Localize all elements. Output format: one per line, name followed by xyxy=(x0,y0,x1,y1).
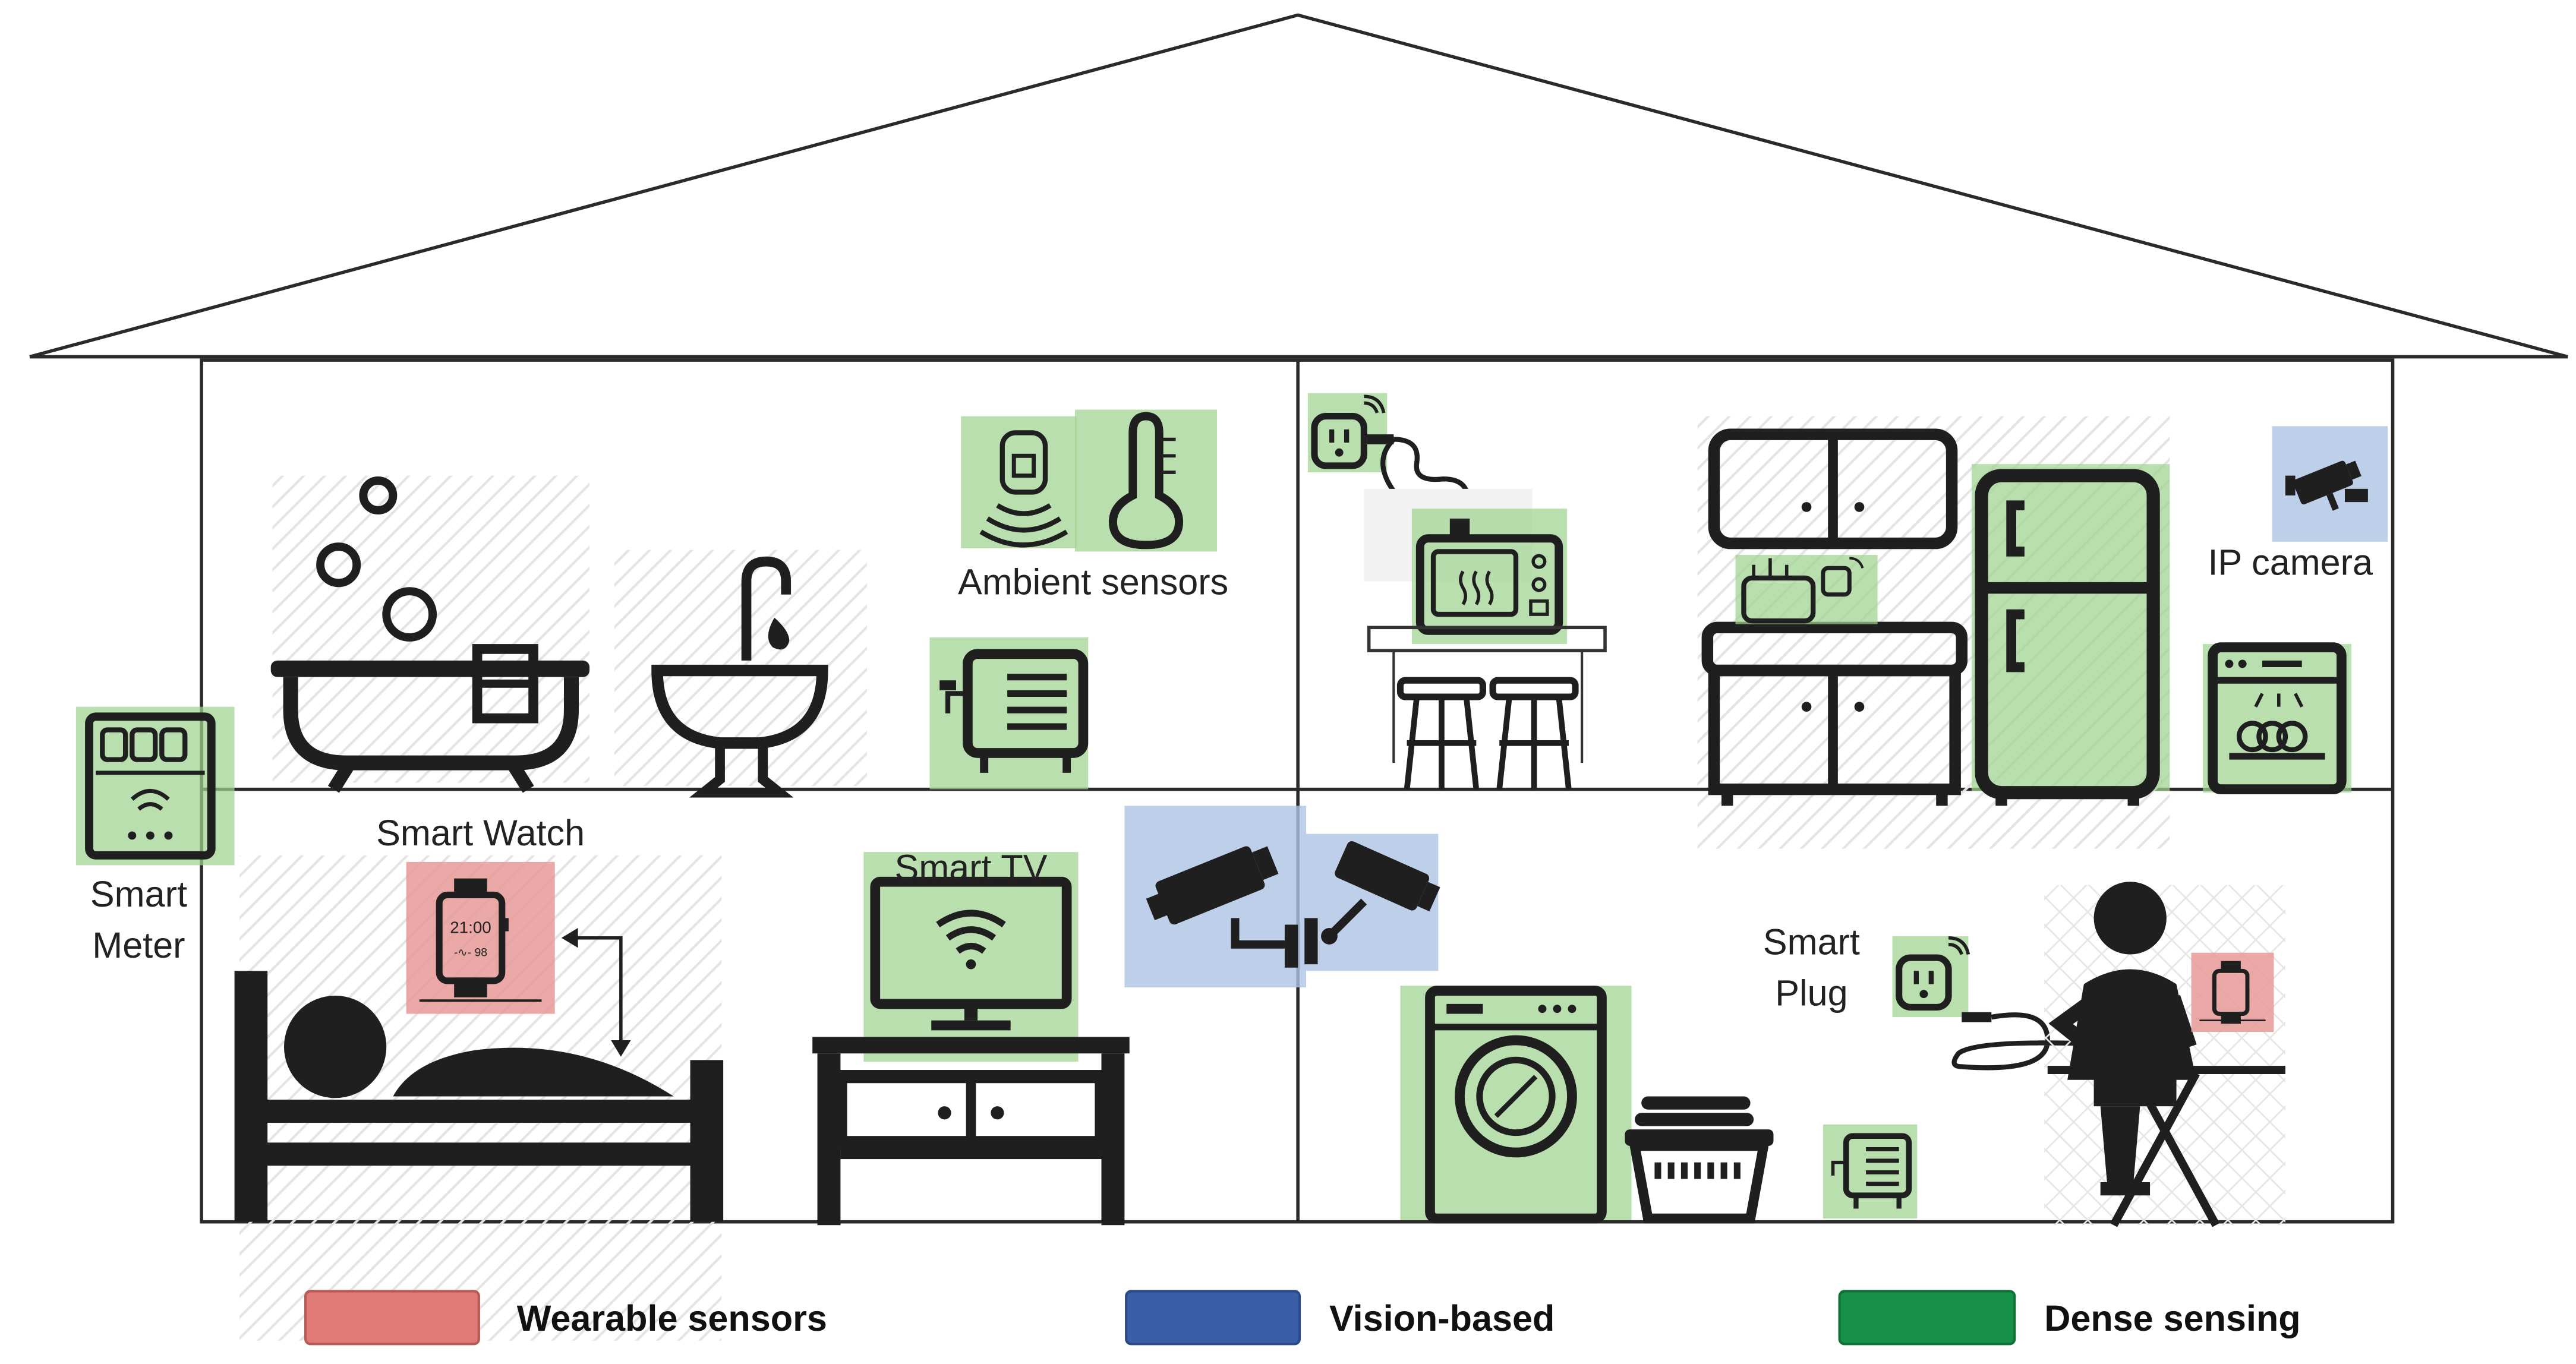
heater-icon xyxy=(1823,1124,1918,1219)
watch-time-text: 21:00 xyxy=(450,918,491,936)
tv-stand-icon xyxy=(812,1037,1130,1226)
smart-watch-icon xyxy=(2191,952,2274,1033)
smart-plug-label-line1: Smart xyxy=(1763,922,1860,962)
refrigerator-icon xyxy=(1971,464,2170,806)
legend-swatch-wearable xyxy=(304,1290,480,1346)
legend-label-wearable: Wearable sensors xyxy=(517,1298,827,1338)
bar-counter-icon xyxy=(1367,626,1607,790)
security-camera-icon xyxy=(1304,833,1440,971)
heater-icon xyxy=(929,637,1089,790)
ironing-person-icon xyxy=(2044,882,2285,1227)
smart-meter-label-line1: Smart xyxy=(90,874,187,914)
watch-hr-text: -∿- 98 xyxy=(454,946,487,959)
legend: Wearable sensors Vision-based Dense sens… xyxy=(304,1290,2301,1346)
smart-meter-label-line2: Meter xyxy=(92,925,185,965)
washing-machine-icon xyxy=(1400,986,1632,1224)
bed-icon xyxy=(234,971,724,1222)
bathtub-icon xyxy=(270,475,590,793)
security-camera-icon xyxy=(1124,806,1307,988)
smart-watch-icon: 21:00 -∿- 98 xyxy=(406,861,555,1014)
legend-swatch-vision xyxy=(1125,1290,1301,1346)
ip-camera-label: IP camera xyxy=(2208,542,2373,582)
smart-watch-label: Smart Watch xyxy=(376,813,585,853)
pointer-arrow xyxy=(561,928,631,1057)
laundry-basket-icon xyxy=(1625,1096,1774,1224)
microwave-icon xyxy=(1364,488,1568,645)
security-camera-icon xyxy=(2272,426,2388,542)
smart-outlet-icon xyxy=(1892,936,2085,1071)
thermometer-icon xyxy=(1075,409,1218,552)
dishwasher-icon xyxy=(2202,642,2352,794)
television-icon xyxy=(863,852,1079,1062)
motion-sensor-icon xyxy=(961,416,1077,548)
sink-icon xyxy=(614,550,867,798)
ambient-sensors-label: Ambient sensors xyxy=(958,562,1228,602)
smart-meter-icon xyxy=(75,706,235,866)
legend-label-vision: Vision-based xyxy=(1329,1298,1555,1338)
legend-swatch-dense xyxy=(1838,1290,2016,1346)
smart-tv-label: Smart TV xyxy=(894,847,1047,888)
toaster-icon xyxy=(1735,555,1878,624)
smart-outlet-icon xyxy=(1307,393,1470,523)
legend-label-dense: Dense sensing xyxy=(2044,1298,2300,1338)
smart-plug-label-line2: Plug xyxy=(1775,973,1847,1013)
